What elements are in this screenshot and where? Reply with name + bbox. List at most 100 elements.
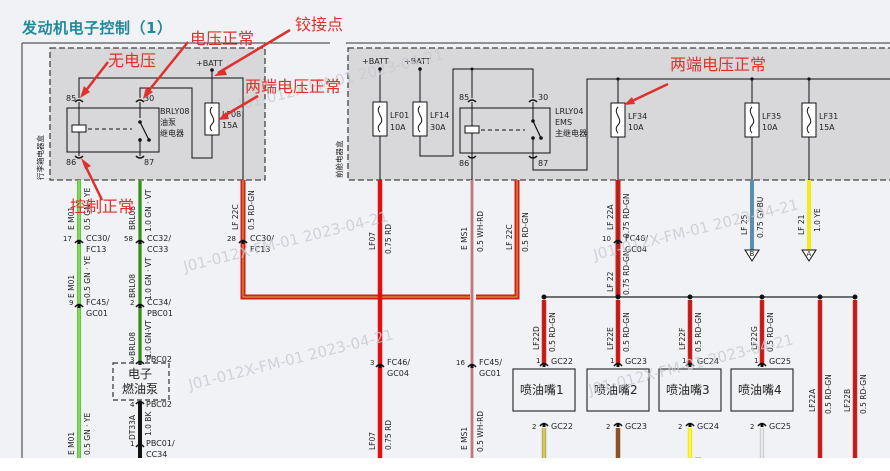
wire-label: 1.0 BK xyxy=(144,411,153,436)
connector-icon xyxy=(467,363,477,368)
connector-label: CC33 xyxy=(147,245,168,254)
wire-label: 0.5 RD-GN xyxy=(247,190,256,230)
front-box-label: 前舱电器盒 xyxy=(334,140,344,178)
injector-connector-in: GC24 xyxy=(697,357,719,366)
front-batt1-label: +BATT xyxy=(362,57,389,66)
ground-a-label: A xyxy=(807,250,812,258)
wire-label: 0.5 GN · YE xyxy=(83,256,92,298)
fuse-lf35-id: LF35 xyxy=(762,112,781,121)
injector-pin-out: 2 xyxy=(678,423,682,431)
bottom-strip xyxy=(0,458,890,471)
wire-label: 0.5 GN · YE xyxy=(83,188,92,230)
connector-label: PBC01 xyxy=(147,309,173,318)
connector-icon xyxy=(685,362,695,367)
injector-box xyxy=(512,368,576,412)
front-batt2-label: +BATT xyxy=(404,57,431,66)
connector-label: FC45/ xyxy=(479,358,502,367)
splice-node xyxy=(852,294,858,300)
fuse-lf08 xyxy=(204,102,220,136)
rear-batt-label: +BATT xyxy=(196,59,223,68)
wire-label: 0.5 RD-GN xyxy=(694,312,703,352)
injector-pin-out: 2 xyxy=(750,423,754,431)
connector-icon xyxy=(613,422,623,427)
wire-label: 0.5 RD-GN xyxy=(548,312,557,352)
wire-label: 0.5 RD-GN xyxy=(859,374,868,414)
connector-label: 1 xyxy=(130,440,134,448)
connector-icon xyxy=(238,239,248,244)
splice-node xyxy=(615,294,621,300)
fuse-lf01-id: LF01 xyxy=(390,111,409,120)
wire-label: LF22B xyxy=(843,389,852,412)
injector-label: 喷油嘴4 xyxy=(738,383,782,397)
connector-label: 10 xyxy=(602,235,611,243)
connector-label: 2 xyxy=(130,299,134,307)
connector-label: CC30/ xyxy=(250,234,274,243)
injector-connector-in: GC22 xyxy=(551,357,573,366)
wire-label: LF22A xyxy=(808,388,817,412)
relay-brly08-id: BRLY08 xyxy=(160,107,190,116)
wire-label: E M01 xyxy=(67,432,76,455)
wire-label: LF07 xyxy=(368,432,377,450)
connector-label: PBC02 xyxy=(146,355,172,364)
splice-node xyxy=(541,294,547,300)
connector-icon xyxy=(539,422,549,427)
connector-icon xyxy=(135,400,145,405)
wire-label: LF 22C xyxy=(505,224,514,250)
fuse-lf35-rating: 10A xyxy=(762,123,778,132)
pin-30-label: 30 xyxy=(144,94,154,103)
injector-pin-out: 2 xyxy=(532,423,536,431)
connector-label: PBC02 xyxy=(146,400,172,409)
wire-label: 1.0 YE xyxy=(813,208,822,232)
connector-label: FC46/ xyxy=(387,358,410,367)
connector-icon xyxy=(613,362,623,367)
connector-label: CC32/ xyxy=(147,234,171,243)
fuse-lf34-id: LF34 xyxy=(628,112,647,121)
wire-label: LF22F xyxy=(678,328,687,350)
annotation-arrows xyxy=(80,28,669,201)
fuse-lf35 xyxy=(744,102,760,138)
connector-label: 58 xyxy=(124,235,133,243)
injector-pin-out: 2 xyxy=(606,423,610,431)
wire-label: 0.5 RD-GN xyxy=(824,374,833,414)
wire-label: 0.75 RD xyxy=(384,224,393,254)
connector-label: GC01 xyxy=(86,309,108,318)
injector-box xyxy=(586,368,650,412)
connector-icon xyxy=(757,422,767,427)
connector-icon xyxy=(74,303,84,308)
wire-label: 1.0 GN · VT xyxy=(144,257,153,300)
connector-label: 28 xyxy=(227,235,236,243)
wire-label: LF22E xyxy=(606,327,615,350)
injector-box xyxy=(730,368,794,412)
injector-pin-in: 1 xyxy=(754,357,758,365)
annotation-voltage-ok: 电压正常 xyxy=(190,29,254,48)
wire-label: E MS1 xyxy=(460,227,469,250)
wire-label: LF22G xyxy=(750,326,759,350)
fuse-lf01 xyxy=(372,101,388,137)
relay-coil xyxy=(71,124,87,133)
wire-label: BRL08 xyxy=(128,206,137,230)
rear-box-label: 行李箱电器盒 xyxy=(35,135,45,180)
injector-connector-out: GC23 xyxy=(625,422,647,431)
splice-node xyxy=(687,294,693,300)
connector-label: FC13 xyxy=(86,245,106,254)
wire-label: E M01 xyxy=(67,275,76,298)
splice-node xyxy=(817,294,823,300)
connector-icon xyxy=(74,239,84,244)
fuse-lf01-rating: 10A xyxy=(390,123,406,132)
wire-label: 0.5 RD-GN xyxy=(766,312,775,352)
pin-87-label: 87 xyxy=(144,158,154,167)
relay-brly08-name2: 继电器 xyxy=(160,128,184,138)
fuel-pump-label-1: 电子 xyxy=(128,367,152,381)
injector-box xyxy=(658,368,722,412)
connector-label: CC34 xyxy=(146,450,167,459)
injector-connector-out: GC25 xyxy=(769,422,791,431)
fuse-lf31 xyxy=(801,102,817,138)
fuse-lf34 xyxy=(610,102,626,138)
connector-icon xyxy=(685,422,695,427)
connector-label: FC45/ xyxy=(86,298,109,307)
connector-label: FC46/ xyxy=(625,234,648,243)
wire-label: LF 22 xyxy=(606,271,615,292)
relay-brly08-name1: 油泵 xyxy=(160,117,176,127)
